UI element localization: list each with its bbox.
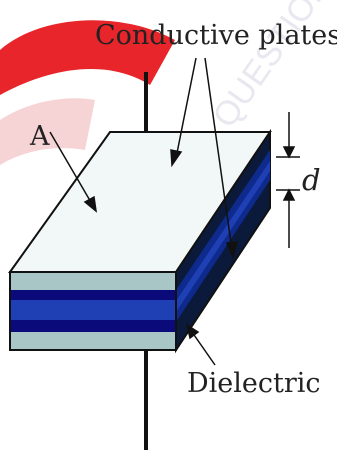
- red-logo-arc: [0, 20, 175, 95]
- area-label: A: [29, 121, 50, 152]
- dim-bottom-arrowhead: [282, 188, 296, 201]
- dielectric-arrow-line: [191, 331, 216, 366]
- front-outline: [9, 271, 177, 351]
- front-bottom-plate: [10, 332, 176, 350]
- plates-arrow-left-head: [170, 149, 183, 168]
- plates-label: Conductive plates: [95, 20, 337, 51]
- plates-arrows: [170, 57, 239, 260]
- side-dielectric-stripe: [176, 161, 270, 312]
- area-arrow-line: [49, 131, 93, 205]
- plates-arrow-right-line: [204, 57, 233, 251]
- plates-arrow-left-line: [175, 57, 197, 159]
- red-logo-soft: [0, 98, 95, 165]
- distance-label: d: [302, 163, 321, 197]
- front-dielectric-inner: [10, 300, 176, 320]
- area-arrow: [49, 131, 98, 213]
- red-logo-mark: [0, 20, 175, 165]
- front-top-plate: [10, 272, 176, 290]
- area-arrow-head: [83, 195, 98, 213]
- dielectric-arrow: [185, 323, 216, 366]
- dielectric-arrow-head: [185, 323, 200, 340]
- dielectric-label: Dielectric: [187, 368, 321, 399]
- dim-top-arrowhead: [282, 146, 296, 159]
- thickness-dimension: [276, 112, 300, 248]
- plates-arrow-right-head: [225, 241, 239, 260]
